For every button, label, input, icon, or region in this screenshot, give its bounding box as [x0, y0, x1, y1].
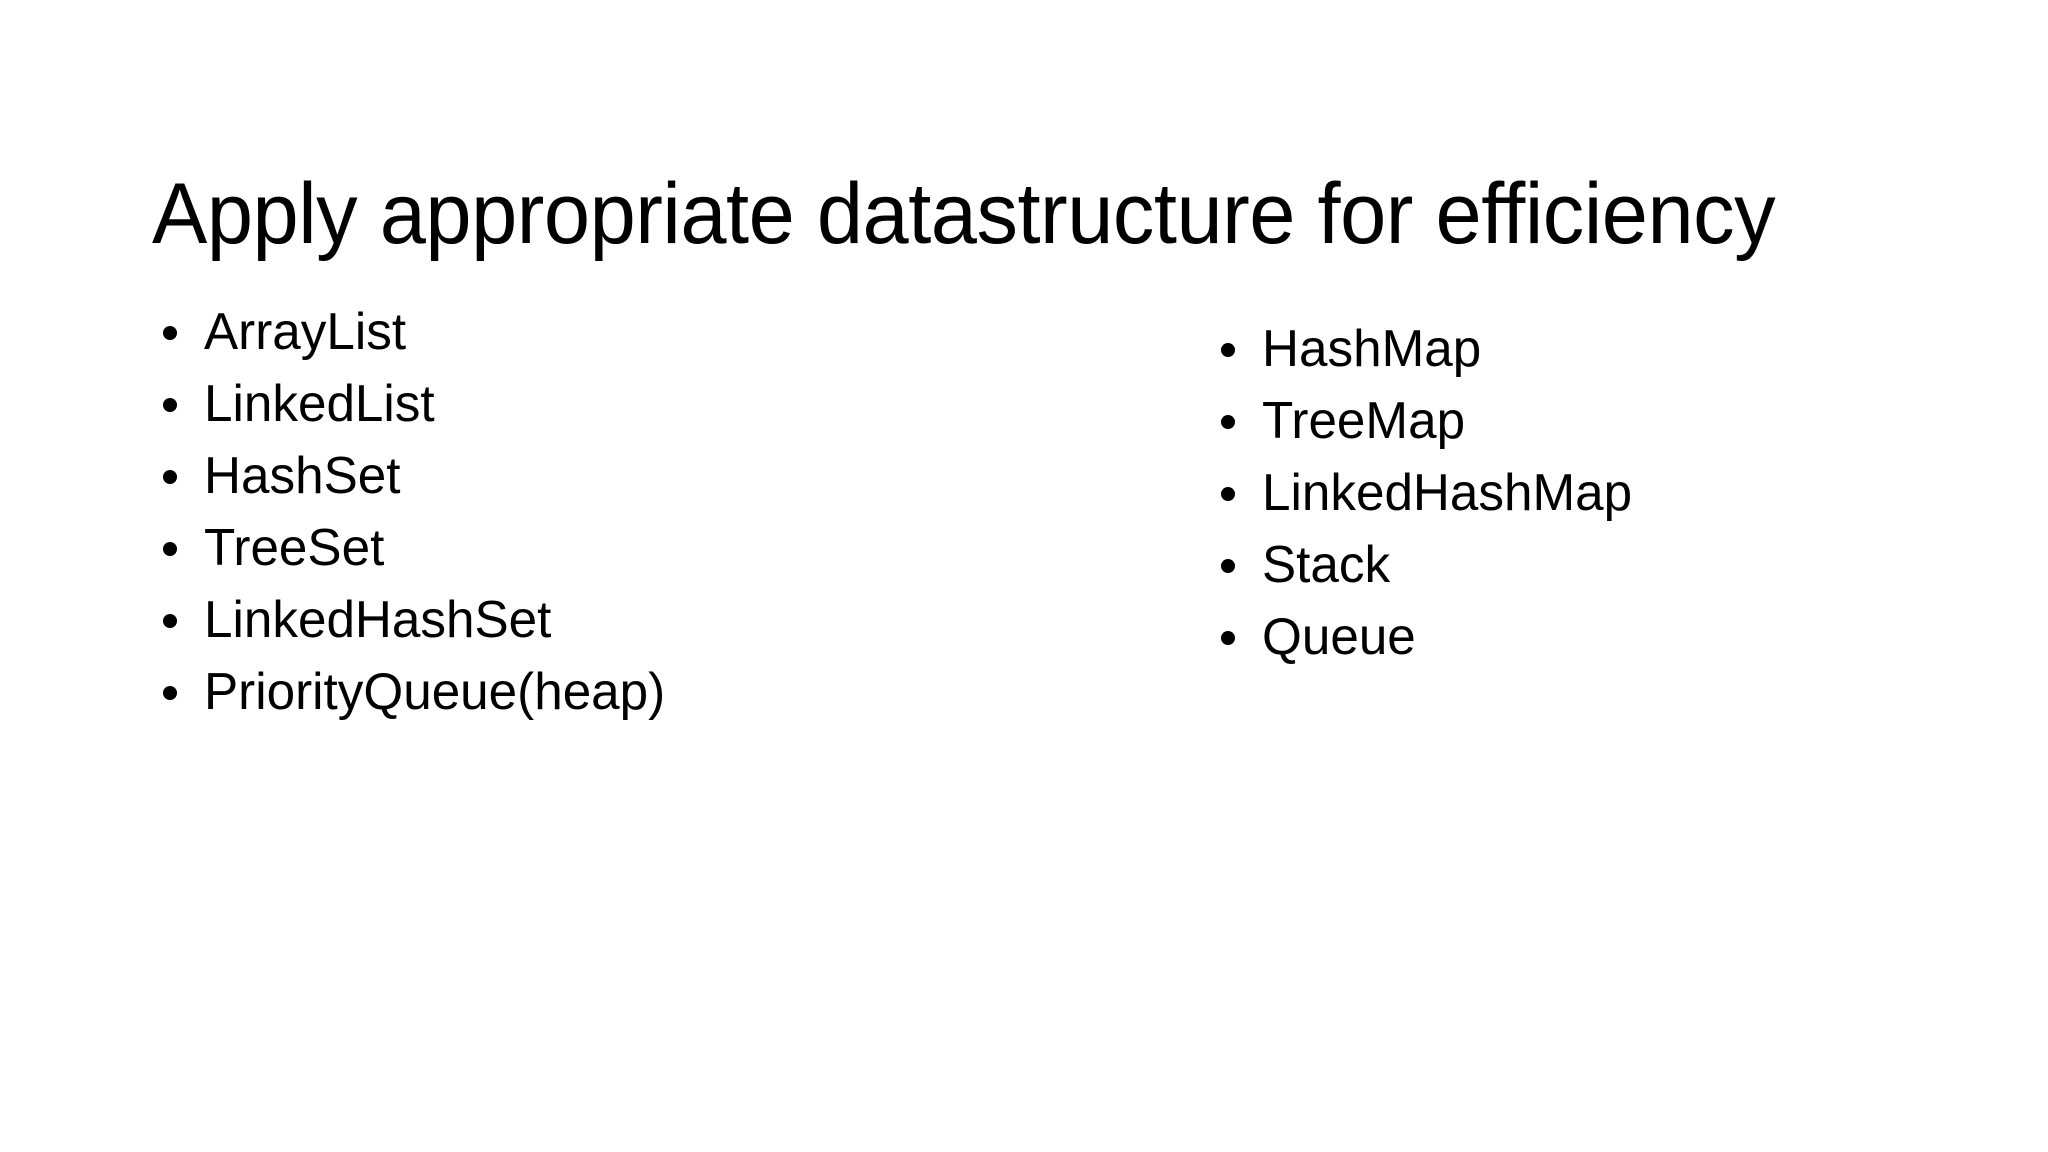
list-item-label: HashSet [204, 447, 401, 505]
list-item-label: Queue [1262, 608, 1416, 666]
page-title: Apply appropriate datastructure for effi… [152, 165, 1776, 262]
bullet-dot-icon [163, 398, 177, 412]
maps-bullet-list: HashMap TreeMap LinkedHashMap Stack Queu… [1216, 313, 1976, 673]
list-item-label: HashMap [1262, 320, 1482, 378]
list-item: HashMap [1216, 313, 1976, 385]
list-item-label: TreeMap [1262, 392, 1466, 450]
bullet-dot-icon [163, 470, 177, 484]
list-item: ArrayList [158, 296, 1038, 368]
list-item-label: Stack [1262, 536, 1391, 594]
bullet-dot-icon [1221, 343, 1235, 357]
list-item-label: PriorityQueue(heap) [204, 663, 666, 721]
list-item: TreeSet [158, 512, 1038, 584]
bullet-dot-icon [163, 614, 177, 628]
list-item: LinkedList [158, 368, 1038, 440]
bullet-dot-icon [1221, 631, 1235, 645]
list-item: PriorityQueue(heap) [158, 656, 1038, 728]
bullet-dot-icon [163, 686, 177, 700]
bullet-dot-icon [1221, 487, 1235, 501]
bullet-dot-icon [163, 326, 177, 340]
bullet-dot-icon [163, 542, 177, 556]
list-item: HashSet [158, 440, 1038, 512]
list-item: TreeMap [1216, 385, 1976, 457]
bullet-column-right: HashMap TreeMap LinkedHashMap Stack Queu… [1216, 313, 1976, 673]
list-item: LinkedHashMap [1216, 457, 1976, 529]
list-item-label: LinkedHashSet [204, 591, 552, 649]
list-item: Stack [1216, 529, 1976, 601]
list-item: LinkedHashSet [158, 584, 1038, 656]
bullet-dot-icon [1221, 559, 1235, 573]
bullet-dot-icon [1221, 415, 1235, 429]
list-item-label: LinkedList [204, 375, 435, 433]
bullet-column-left: ArrayList LinkedList HashSet TreeSet Lin… [158, 296, 1038, 728]
list-item-label: ArrayList [204, 303, 407, 361]
list-item-label: LinkedHashMap [1262, 464, 1633, 522]
list-item-label: TreeSet [204, 519, 385, 577]
list-item: Queue [1216, 601, 1976, 673]
collections-bullet-list: ArrayList LinkedList HashSet TreeSet Lin… [158, 296, 1038, 728]
